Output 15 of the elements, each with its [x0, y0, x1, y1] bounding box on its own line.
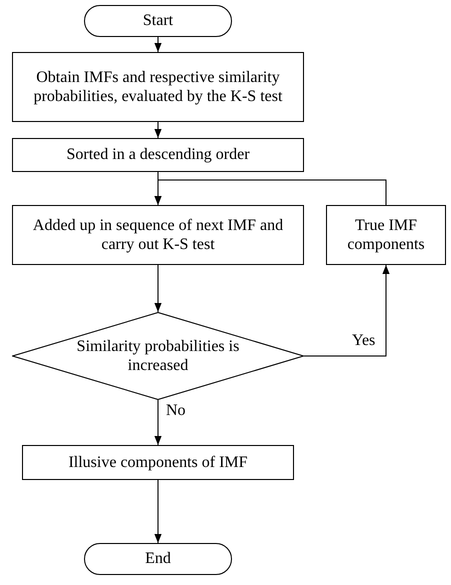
arrow	[154, 480, 162, 544]
terminal-box: Start	[84, 5, 232, 37]
process-box: Added up in sequence of next IMF and carry out K-S test	[12, 205, 304, 265]
process-box: Sorted in a descending order	[12, 138, 304, 172]
arrow	[154, 400, 162, 446]
process-box: Obtain IMFs and respective similarity probabilities, evaluated by the K-S test	[12, 52, 304, 122]
arrow	[154, 264, 162, 312]
arrow	[154, 180, 386, 206]
arrow	[304, 264, 390, 356]
decision-diamond: Similarity probabilities is increased	[12, 312, 304, 400]
process-box: True IMF components	[326, 205, 446, 265]
process-box: Illusive components of IMF	[22, 445, 294, 480]
terminal-box: End	[84, 543, 232, 575]
arrow	[154, 36, 162, 52]
arrow	[154, 122, 162, 138]
